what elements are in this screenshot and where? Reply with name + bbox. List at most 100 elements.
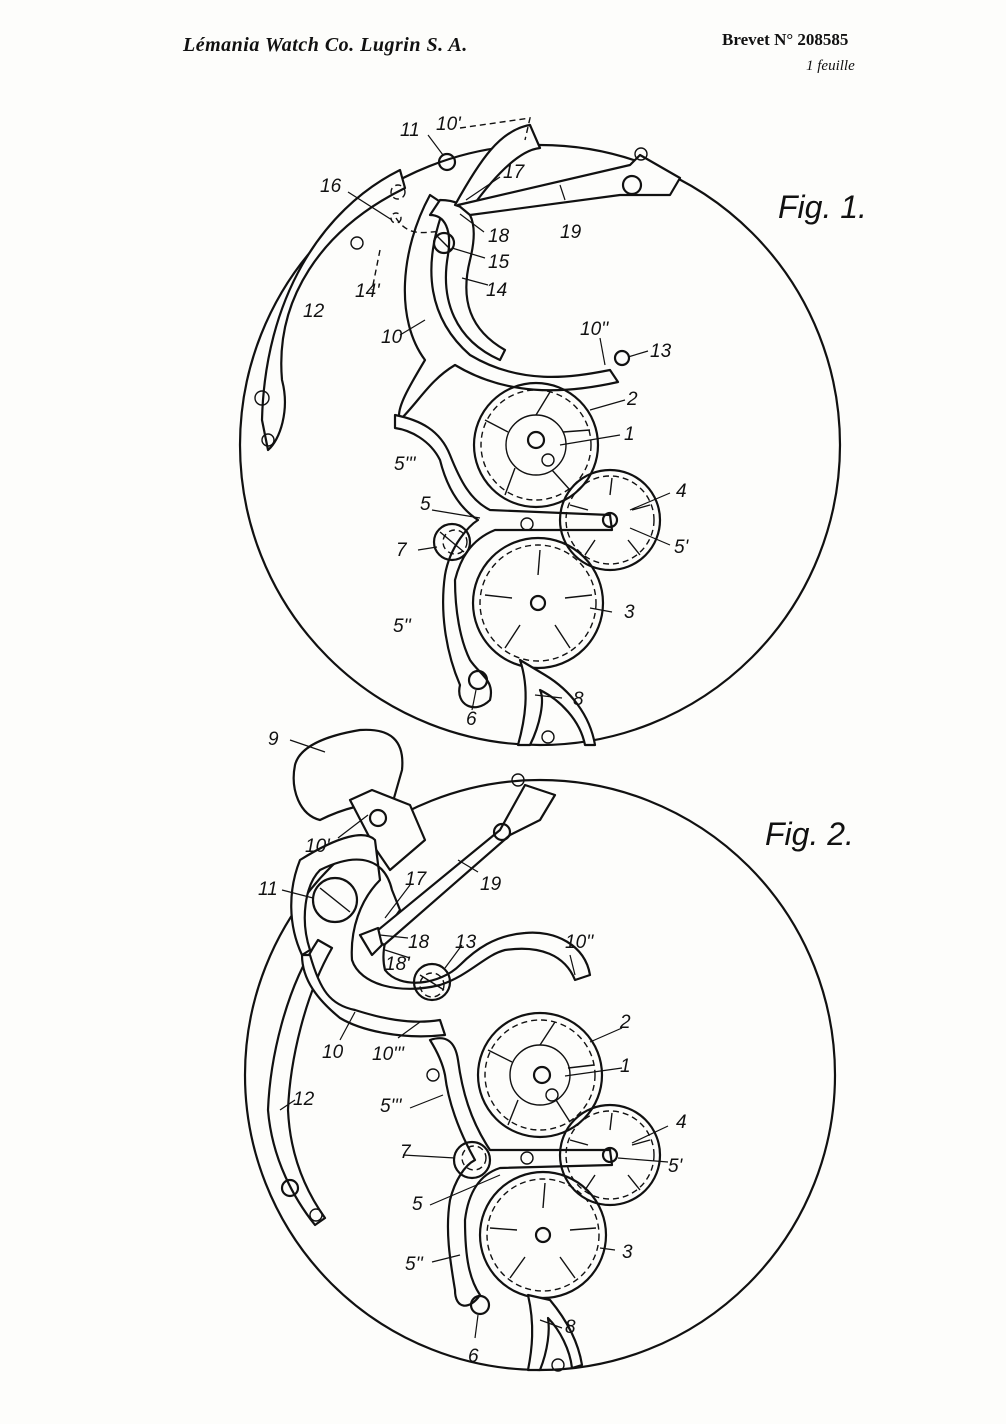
fig2-leaders — [279, 739, 669, 1339]
fig2-pinion-1 — [532, 1065, 552, 1085]
fig1-leaders — [347, 134, 671, 711]
fig1-label-11: 11 — [400, 120, 420, 141]
fig2-lever-19 — [370, 783, 557, 947]
fig2-lever-10 — [290, 834, 592, 990]
fig2-label-18-prime: 18' — [385, 954, 411, 975]
fig1-label-1: 1 — [624, 424, 635, 445]
fig1-label-19: 19 — [560, 222, 582, 243]
fig2-label-5-prime: 5' — [668, 1156, 684, 1177]
fig1-label-2: 2 — [626, 389, 638, 410]
fig1-lever-19 — [456, 153, 682, 217]
fig1-label-14: 14 — [486, 280, 507, 301]
fig1-spring-12 — [260, 168, 407, 452]
fig1-label-14-prime: 14' — [355, 281, 381, 302]
fig2-wheel-4 — [558, 1103, 662, 1207]
fig2-label-17: 17 — [405, 869, 428, 890]
fig2-label-2: 2 — [619, 1012, 631, 1033]
fig2-pin — [426, 1068, 440, 1082]
fig1-lever-8 — [516, 658, 597, 747]
fig2-label-1: 1 — [620, 1056, 631, 1077]
figure-1: 10' 11 17 16 18 19 15 14' 14 12 10 10'' … — [238, 114, 867, 747]
fig1-label-5-double-prime: 5'' — [393, 616, 412, 637]
fig2-label-5: 5 — [412, 1194, 423, 1215]
fig1-pinion-1 — [526, 430, 546, 450]
fig1-hook-10-prime — [453, 123, 542, 212]
fig2-label-6: 6 — [468, 1346, 479, 1367]
fig2-label-13: 13 — [455, 932, 477, 953]
fig1-screw — [254, 390, 270, 406]
fig2-lever-5 — [428, 1037, 614, 1307]
fig2-label-4: 4 — [676, 1112, 687, 1133]
fig1-wheel-4 — [558, 468, 662, 572]
fig1-label-7: 7 — [396, 540, 408, 561]
fig2-label-8: 8 — [565, 1317, 576, 1338]
fig2-hook-18 — [358, 926, 384, 957]
fig2-wheel-3-hub — [534, 1226, 552, 1244]
fig1-lever-10 — [397, 193, 620, 422]
fig1-label-6: 6 — [466, 709, 477, 730]
fig1-lever-5 — [393, 413, 614, 709]
fig2-label-10: 10 — [322, 1042, 344, 1063]
fig2-label-18: 18 — [408, 932, 430, 953]
fig2-screw — [551, 1358, 565, 1372]
fig2-label-19: 19 — [480, 874, 502, 895]
fig2-label-10-double-prime: 10'' — [565, 932, 595, 953]
fig2-wheel-3 — [478, 1170, 608, 1300]
fig2-wheel-4-hub — [601, 1146, 619, 1164]
fig2-label-12: 12 — [293, 1089, 315, 1110]
fig1-label-4: 4 — [676, 481, 687, 502]
fig1-wheel-4-hub — [601, 511, 619, 529]
fig2-screw — [309, 1208, 323, 1222]
company-name: Lémania Watch Co. Lugrin S. A. — [183, 34, 468, 56]
fig1-label-12: 12 — [303, 301, 325, 322]
fig1-label-15: 15 — [488, 252, 510, 273]
fig2-wheel-2 — [476, 1011, 604, 1139]
fig2-screw-6 — [469, 1294, 491, 1316]
fig2-screw-7 — [452, 1140, 492, 1180]
fig1-label-17: 17 — [503, 162, 526, 183]
fig2-label-10-triple-prime: 10''' — [372, 1044, 405, 1065]
fig1-wheel-2 — [472, 381, 600, 509]
fig2-screw-11 — [311, 876, 359, 924]
fig1-screw — [350, 236, 364, 250]
fig1-screw — [541, 730, 555, 744]
fig2-pin-13 — [412, 962, 452, 1002]
fig1-wheel-3-hub — [529, 594, 547, 612]
fig2-label-9: 9 — [268, 729, 279, 750]
fig1-wheel-3 — [471, 536, 605, 670]
fig2-label-5-double-prime: 5'' — [405, 1254, 424, 1275]
fig1-label-10-prime: 10' — [436, 114, 462, 135]
fig1-label-13: 13 — [650, 341, 672, 362]
fig1-pin-11 — [437, 152, 457, 172]
fig1-screw — [261, 433, 275, 447]
fig2-screw — [280, 1178, 300, 1198]
fig1-label-5-triple-prime: 5''' — [394, 454, 417, 475]
patent-number: Brevet N° 208585 — [722, 30, 849, 49]
fig2-screw — [511, 773, 525, 787]
fig1-movement-plate — [238, 143, 842, 747]
sheet-count: 1 feuille — [806, 58, 855, 74]
fig1-label-8: 8 — [573, 689, 584, 710]
fig2-lever-10-lower — [300, 953, 447, 1038]
fig1-label-10-double-prime: 10'' — [580, 319, 610, 340]
fig1-label-16: 16 — [320, 176, 342, 197]
fig2-movement-plate — [243, 778, 837, 1372]
fig2-label-10-prime: 10' — [305, 836, 331, 857]
fig1-screw-7 — [432, 522, 472, 562]
fig1-pin-13 — [613, 349, 631, 367]
fig2-label-5-triple-prime: 5''' — [380, 1096, 403, 1117]
fig1-screw-15 — [432, 231, 456, 255]
fig2-label-3: 3 — [622, 1242, 633, 1263]
fig2-spring-12 — [266, 938, 334, 1227]
fig1-label-10: 10 — [381, 327, 403, 348]
fig2-label-7: 7 — [400, 1142, 412, 1163]
fig1-lever-14 — [428, 198, 507, 362]
fig2-label-11: 11 — [258, 879, 278, 900]
fig1-label-18: 18 — [488, 226, 510, 247]
fig1-title: Fig. 1. — [778, 189, 867, 225]
fig2-screw — [492, 822, 512, 842]
fig2-lever-8 — [526, 1293, 584, 1372]
fig1-label-5-prime: 5' — [674, 537, 690, 558]
